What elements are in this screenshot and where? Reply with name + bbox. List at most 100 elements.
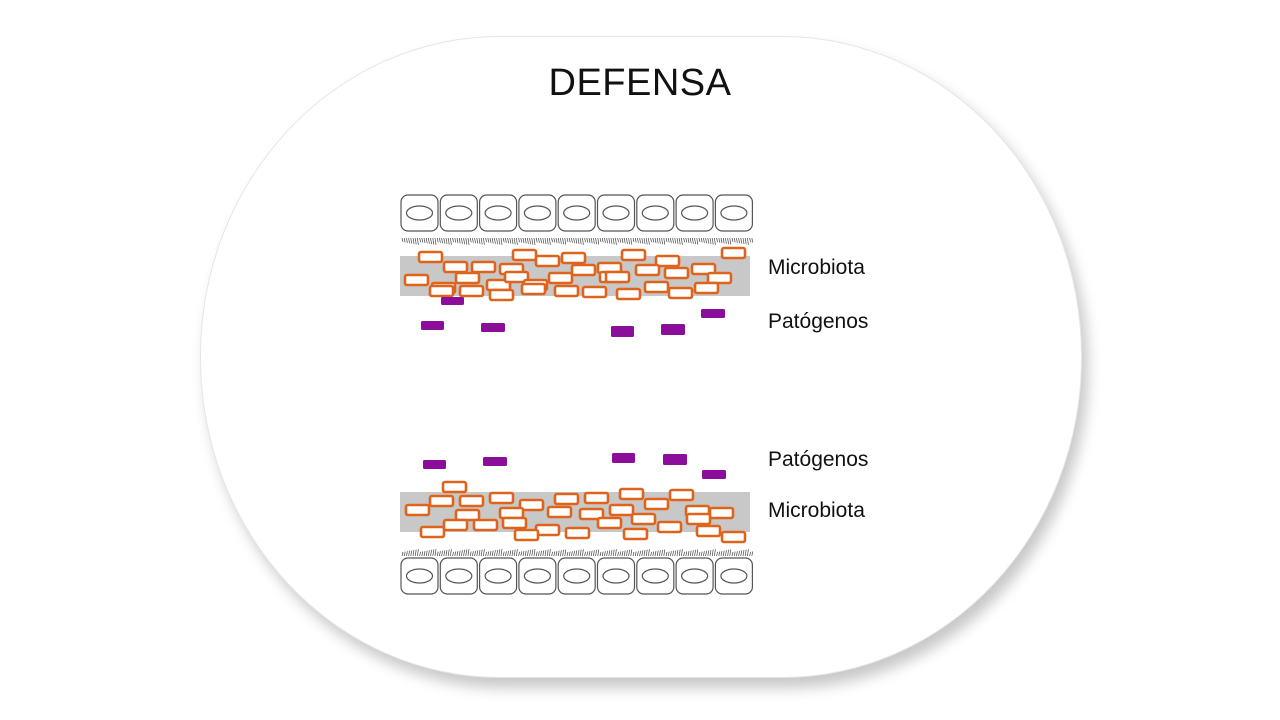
epithelial-cell-icon [675,194,714,232]
microbiota-bacterium-icon [488,491,515,505]
microbiota-bacterium-icon [643,280,670,294]
microbiota-bacterium-icon [454,271,481,285]
microbiota-bacterium-icon [428,494,455,508]
microbiota-bacterium-icon [668,488,695,502]
microbiota-top [403,246,747,302]
microbiota-bacterium-icon [518,498,545,512]
microbiota-bacterium-icon [547,271,574,285]
microbiota-bacterium-icon [620,248,647,262]
epithelial-cell-icon [439,557,478,595]
microbiota-bacterium-icon [656,520,683,534]
pathogen-icon [441,297,464,305]
microbiota-bacterium-icon [622,527,649,541]
microbiota-bacterium-icon [643,497,670,511]
microbiota-bottom [404,480,747,544]
microbiota-bacterium-icon [604,270,631,284]
microbiota-bacterium-icon [442,260,469,274]
microbiota-bacterium-icon [458,494,485,508]
microbiota-bacterium-icon [553,492,580,506]
microbiota-bacterium-icon [417,250,444,264]
epithelial-cell-icon [400,194,439,232]
microbiota-bacterium-icon [428,284,455,298]
pathogen-icon [701,309,725,318]
microbiota-bacterium-icon [503,270,530,284]
pathogen-icon [481,323,505,332]
pathogen-icon [612,453,635,463]
microbiota-bacterium-icon [470,260,497,274]
microbiota-bacterium-icon [693,281,720,295]
microbiota-bacterium-icon [695,524,722,538]
microbiota-bacterium-icon [403,273,430,287]
epithelial-cell-icon [439,194,478,232]
microbiota-bacterium-icon [654,254,681,268]
microbiota-bacterium-icon [534,254,561,268]
microbiota-bacterium-icon [615,287,642,301]
microbiota-bacterium-icon [564,526,591,540]
epithelial-cell-icon [596,557,636,595]
pathogen-icon [661,324,685,335]
label-pathogens-top: Patógenos [768,310,869,333]
epithelium-bottom [400,557,754,595]
microbiota-bacterium-icon [630,512,657,526]
epithelial-cell-icon [714,194,754,232]
microbiota-bacterium-icon [498,506,525,520]
pathogen-icon [483,457,507,466]
microbiota-bacterium-icon [581,285,608,299]
microbiota-bacterium-icon [419,525,446,539]
microbiota-bacterium-icon [667,286,694,300]
microbiota-bacterium-icon [685,512,712,526]
microbiota-bacterium-icon [578,507,605,521]
epithelial-cell-icon [714,557,754,595]
microbiota-bacterium-icon [501,516,528,530]
microbiota-bacterium-icon [663,266,690,280]
microbiota-bacterium-icon [488,288,515,302]
pathogens-top [421,297,725,337]
epithelial-cell-icon [479,557,518,595]
epithelial-cell-icon [596,194,636,232]
epithelial-cell-icon [479,194,518,232]
epithelial-cell-icon [557,557,596,595]
pathogen-icon [421,321,444,330]
label-microbiota-bottom: Microbiota [768,499,865,522]
microvilli-top [401,237,754,246]
label-pathogens-bottom: Patógenos [768,448,869,471]
microbiota-bacterium-icon [441,480,468,494]
epithelial-cell-icon [636,194,675,232]
microbiota-bacterium-icon [520,282,547,296]
epithelial-cell-icon [557,194,596,232]
microbiota-bacterium-icon [708,506,735,520]
epithelial-cell-icon [675,557,714,595]
epithelial-cell-icon [636,557,675,595]
microbiota-bacterium-icon [570,263,597,277]
microbiota-bacterium-icon [596,516,623,530]
microvilli-bottom [401,548,754,557]
epithelial-cell-icon [518,557,557,595]
pathogen-icon [611,326,634,337]
microbiota-bacterium-icon [553,284,580,298]
microbiota-bacterium-icon [720,246,747,260]
microbiota-bacterium-icon [618,487,645,501]
pathogen-icon [702,470,726,479]
pathogens-bottom [423,453,726,479]
epithelial-cell-icon [518,194,557,232]
microbiota-bacterium-icon [442,518,469,532]
microbiota-bacterium-icon [634,263,661,277]
pathogen-icon [663,454,687,465]
microbiota-bacterium-icon [534,523,561,537]
microbiota-bacterium-icon [720,530,747,544]
microbiota-bacterium-icon [472,518,499,532]
microbiota-bacterium-icon [458,284,485,298]
pathogen-icon [423,460,446,469]
microbiota-bacterium-icon [583,491,610,505]
microbiota-bacterium-icon [511,248,538,262]
microbiota-bacterium-icon [560,251,587,265]
microbiota-bacterium-icon [454,508,481,522]
page-title: DEFENSA [548,62,732,104]
epithelial-cell-icon [400,557,439,595]
microbiota-bacterium-icon [546,505,573,519]
microbiota-bacterium-icon [404,503,431,517]
microbiota-bacterium-icon [690,262,717,276]
microbiota-bacterium-icon [513,528,540,542]
label-microbiota-top: Microbiota [768,256,865,279]
